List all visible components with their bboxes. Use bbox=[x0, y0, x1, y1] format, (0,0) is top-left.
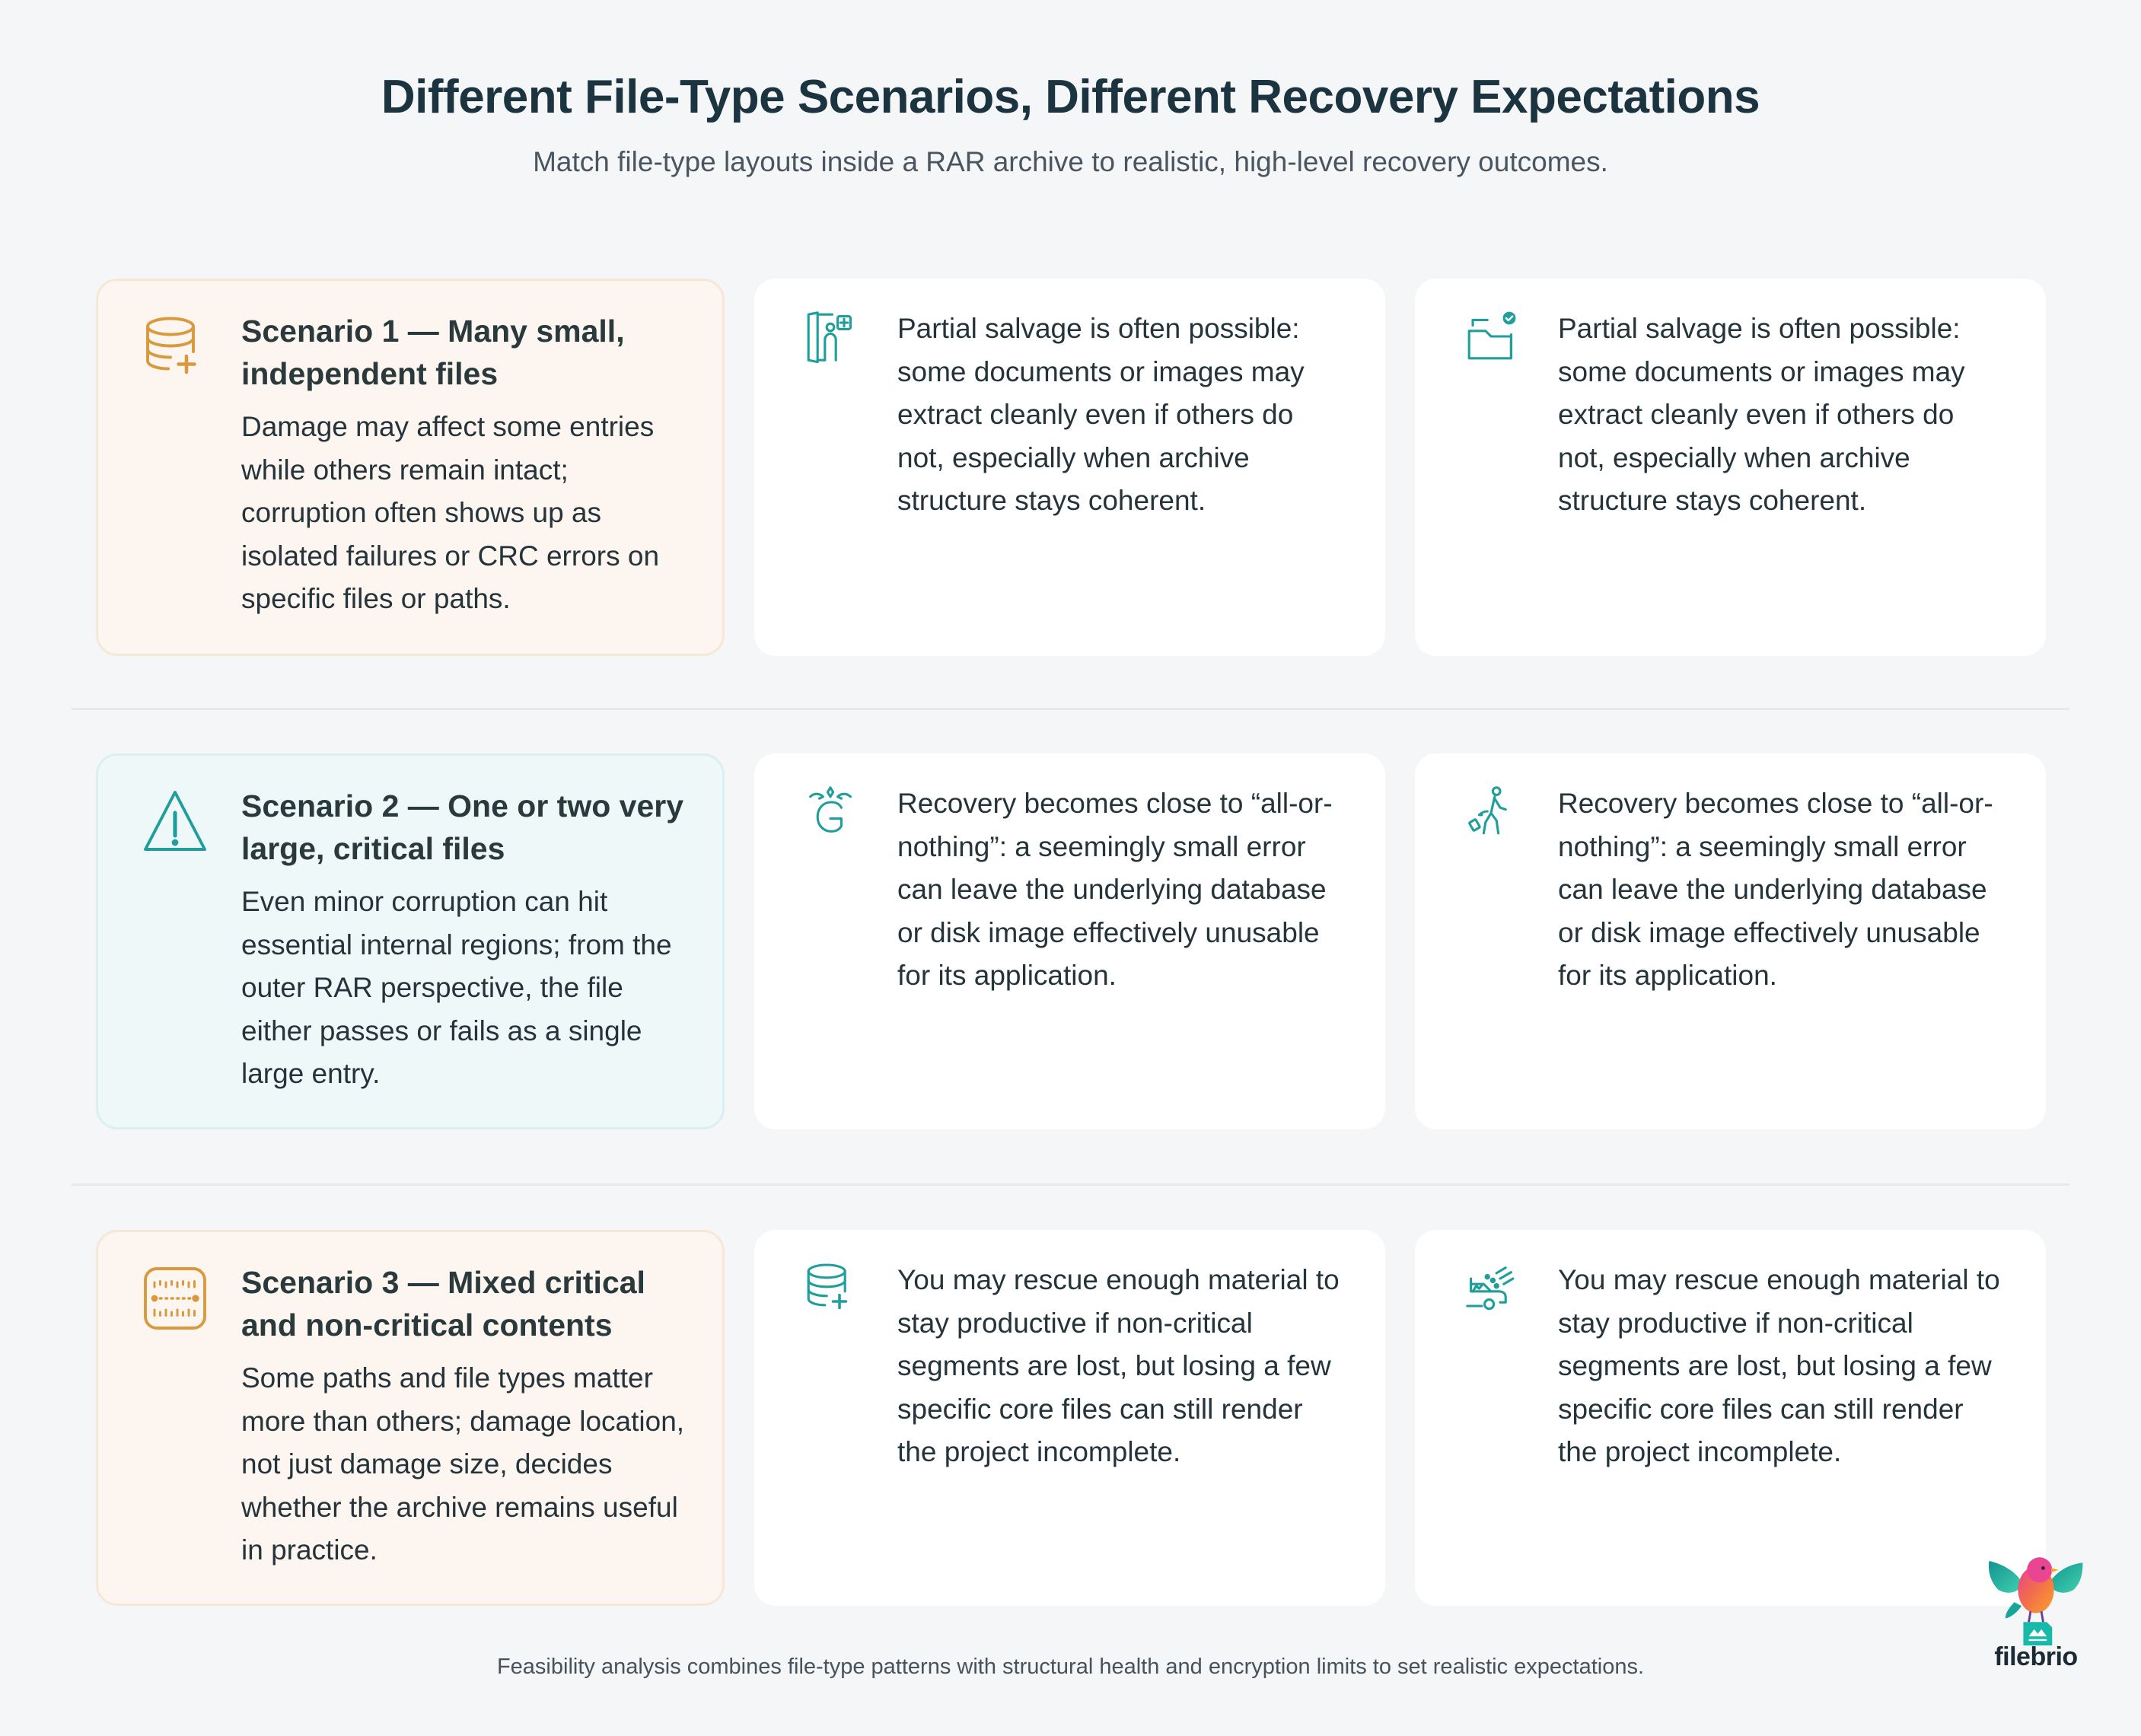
scenario-description: Even minor corruption can hit essential … bbox=[241, 886, 672, 1089]
folder-check-icon bbox=[1464, 309, 1518, 364]
outcome-text: You may rescue enough material to stay p… bbox=[897, 1264, 1340, 1467]
outcome-card-1a: Partial salvage is often possible: some … bbox=[754, 279, 1385, 656]
outcome-card-2a: Recovery becomes close to “all-or-nothin… bbox=[754, 753, 1385, 1129]
scenario-card-2: Scenario 2 — One or two very large, crit… bbox=[96, 753, 725, 1129]
door-person-plus-icon bbox=[803, 309, 858, 364]
scenario-description: Some paths and file types matter more th… bbox=[241, 1362, 685, 1566]
outcome-card-2b: Recovery becomes close to “all-or-nothin… bbox=[1415, 753, 2046, 1129]
waveform-panel-icon bbox=[141, 1264, 209, 1333]
brand-logo: filebrio bbox=[1979, 1546, 2093, 1683]
outcome-text: You may rescue enough material to stay p… bbox=[1558, 1264, 2000, 1467]
outcome-text: Partial salvage is often possible: some … bbox=[1558, 313, 1965, 516]
scenario-title: Scenario 3 — Mixed critical and non-crit… bbox=[241, 1265, 645, 1343]
outcome-card-1b: Partial salvage is often possible: some … bbox=[1415, 279, 2046, 656]
scenario-title: Scenario 2 — One or two very large, crit… bbox=[241, 788, 684, 866]
person-dropping-item-icon bbox=[1464, 784, 1518, 839]
outcome-text: Recovery becomes close to “all-or-nothin… bbox=[897, 788, 1333, 991]
crowned-g-icon bbox=[803, 784, 858, 839]
scenario-title: Scenario 1 — Many small, independent fil… bbox=[241, 314, 625, 391]
page-title: Different File-Type Scenarios, Different… bbox=[381, 71, 1760, 123]
row-divider bbox=[72, 1183, 2069, 1186]
page-subtitle: Match file-type layouts inside a RAR arc… bbox=[533, 146, 1608, 177]
outcome-text: Partial salvage is often possible: some … bbox=[897, 313, 1305, 516]
outcome-card-3b: You may rescue enough material to stay p… bbox=[1415, 1230, 2046, 1606]
car-crash-icon bbox=[1464, 1260, 1518, 1315]
outcome-card-3a: You may rescue enough material to stay p… bbox=[754, 1230, 1385, 1606]
scenario-description: Damage may affect some entries while oth… bbox=[241, 411, 660, 614]
database-plus-icon bbox=[803, 1260, 858, 1315]
brand-name: filebrio bbox=[1994, 1642, 2078, 1671]
bird-on-image-file-icon bbox=[1988, 1557, 2083, 1645]
outcome-text: Recovery becomes close to “all-or-nothin… bbox=[1558, 788, 1993, 991]
scenario-card-1: Scenario 1 — Many small, independent fil… bbox=[96, 279, 725, 656]
database-plus-icon bbox=[141, 313, 209, 381]
warning-triangle-icon bbox=[141, 788, 209, 856]
scenario-card-3: Scenario 3 — Mixed critical and non-crit… bbox=[96, 1230, 725, 1606]
footer-note: Feasibility analysis combines file-type … bbox=[496, 1655, 1645, 1679]
row-divider bbox=[72, 708, 2069, 710]
